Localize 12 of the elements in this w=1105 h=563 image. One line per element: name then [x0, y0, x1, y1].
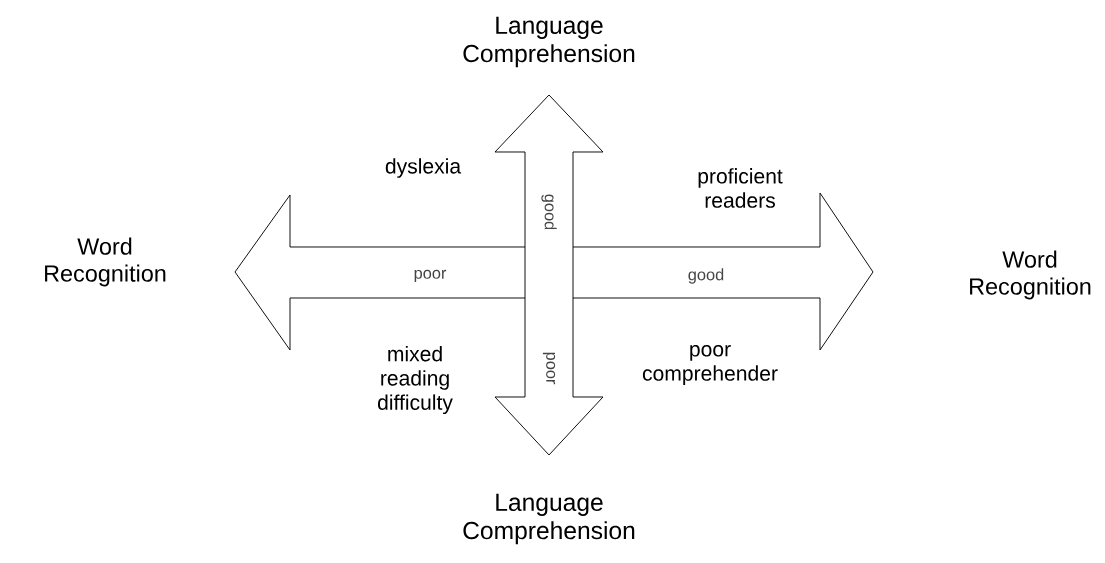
axis-label: Language Comprehension: [463, 493, 635, 545]
quadrant-label: mixed reading difficulty: [378, 345, 453, 415]
axis-value-label: good: [688, 268, 724, 284]
axis-value-label: poor: [414, 269, 447, 283]
axis-label: Word Recognition: [45, 237, 166, 287]
quadrant-label: poor comprehender: [642, 345, 778, 385]
axis-label: Language Comprehension: [463, 16, 635, 68]
axis-label: Word Recognition: [970, 250, 1091, 300]
quadrant-label: proficient readers: [698, 168, 783, 208]
quadrant-label: dyslexia: [385, 158, 462, 178]
axis-value-label: good: [541, 194, 557, 230]
axis-value-label: poor: [542, 352, 556, 385]
